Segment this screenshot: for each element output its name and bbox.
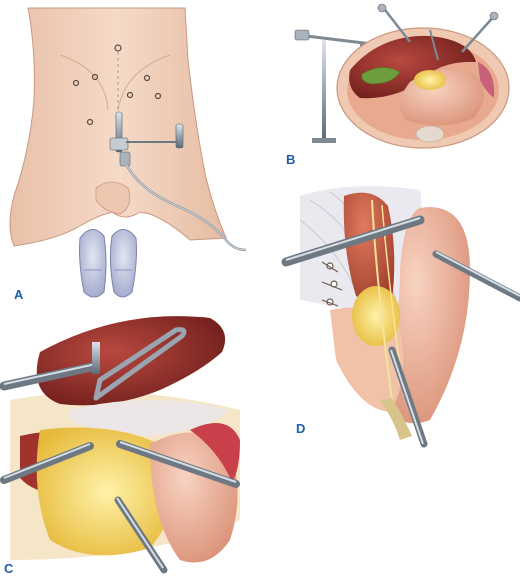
panel-b-figure — [294, 3, 510, 149]
panel-a-figure — [9, 7, 247, 298]
trocar-icon — [154, 92, 162, 100]
trocar-icon — [86, 118, 94, 126]
panel-label-a: A — [14, 287, 24, 302]
left-foot-pad — [79, 229, 107, 298]
panel-label-c: C — [4, 561, 14, 576]
trocar-icon — [143, 74, 151, 82]
suture-icon — [321, 261, 343, 307]
panel-d-figure — [281, 186, 520, 448]
gallbladder — [361, 67, 401, 85]
fat-d — [352, 286, 400, 346]
esophagus — [343, 192, 395, 303]
grasper-icon — [0, 440, 240, 574]
groin — [95, 181, 131, 215]
panel-c-figure — [0, 316, 240, 574]
retractor-icon — [0, 327, 187, 401]
trocar-icon — [72, 79, 80, 87]
fat-c — [36, 427, 177, 556]
grasper-icon — [281, 215, 520, 448]
right-foot-pad — [109, 229, 137, 298]
trocar-icon — [126, 91, 134, 99]
laparoscope-assembly — [109, 111, 184, 167]
panel-label-d: D — [296, 421, 306, 436]
trocar-icon — [91, 73, 99, 81]
port-sites — [72, 44, 162, 126]
panel-label-b: B — [286, 152, 296, 167]
trocar-icon — [114, 44, 122, 52]
